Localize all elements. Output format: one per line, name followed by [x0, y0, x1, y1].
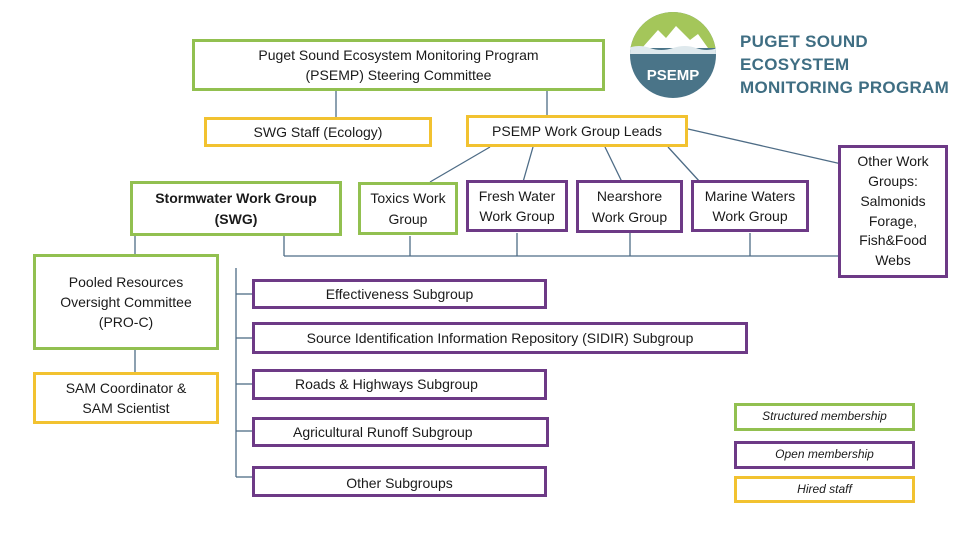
swg-staff-box: SWG Staff (Ecology)	[204, 117, 432, 147]
other-wg-l5: Fish&Food	[859, 232, 927, 249]
nearshore-work-group-box: Nearshore Work Group	[576, 180, 683, 233]
proc-line1: Pooled Resources	[68, 273, 184, 290]
work-group-leads-label: PSEMP Work Group Leads	[492, 122, 662, 139]
roads-label: Roads & Highways Subgroup	[295, 376, 478, 393]
work-group-leads-box: PSEMP Work Group Leads	[466, 115, 688, 147]
proc-line3: (PRO-C)	[98, 314, 154, 331]
other-work-groups-box: Other Work Groups: Salmonids Forage, Fis…	[838, 145, 948, 278]
other-wg-l4: Forage,	[868, 212, 918, 229]
psemp-logo-icon: PSEMP	[630, 12, 716, 98]
legend-structured-box: Structured membership	[734, 403, 915, 431]
freshwater-line1: Fresh Water	[478, 187, 556, 204]
nearshore-line2: Work Group	[591, 208, 668, 225]
swg-staff-label: SWG Staff (Ecology)	[253, 123, 383, 140]
roads-subgroup-box: Roads & Highways Subgroup	[252, 369, 547, 400]
stormwater-line1: Stormwater Work Group	[155, 190, 317, 207]
sam-line1: SAM Coordinator &	[65, 379, 187, 396]
marine-waters-work-group-box: Marine Waters Work Group	[691, 180, 809, 232]
steering-line2: (PSEMP) Steering Committee	[305, 67, 492, 83]
sidir-label: Source Identification Information Reposi…	[306, 329, 694, 346]
toxics-line2: Group	[388, 210, 428, 227]
effectiveness-subgroup-box: Effectiveness Subgroup	[252, 279, 547, 309]
sidir-subgroup-box: Source Identification Information Reposi…	[252, 322, 748, 354]
logo-wordmark: PUGET SOUND ECOSYSTEM MONITORING PROGRAM	[740, 30, 960, 99]
pro-c-box: Pooled Resources Oversight Committee (PR…	[33, 254, 219, 350]
marine-line1: Marine Waters	[704, 187, 796, 204]
legend-open-box: Open membership	[734, 441, 915, 469]
steering-line1: Puget Sound Ecosystem Monitoring Program	[258, 46, 539, 63]
sam-box: SAM Coordinator & SAM Scientist	[33, 372, 219, 424]
agricultural-label: Agricultural Runoff Subgroup	[293, 423, 473, 440]
stormwater-line2: (SWG)	[214, 210, 258, 227]
legend-hired-label: Hired staff	[797, 481, 852, 496]
steering-committee-box: Puget Sound Ecosystem Monitoring Program…	[192, 39, 605, 91]
other-wg-l2: Groups:	[868, 172, 918, 189]
toxics-work-group-box: Toxics Work Group	[358, 182, 458, 235]
marine-line2: Work Group	[712, 208, 788, 224]
nearshore-line1: Nearshore	[596, 188, 663, 205]
fresh-water-work-group-box: Fresh Water Work Group	[466, 180, 568, 232]
freshwater-line2: Work Group	[479, 208, 555, 224]
other-wg-l1: Other Work	[857, 152, 929, 169]
other-wg-l3: Salmonids	[860, 192, 926, 209]
legend-hired-box: Hired staff	[734, 476, 915, 503]
other-subgroups-box: Other Subgroups	[252, 466, 547, 497]
other-wg-l6: Webs	[875, 252, 911, 269]
proc-line2: Oversight Committee	[60, 293, 192, 310]
logo-line2: MONITORING PROGRAM	[740, 78, 950, 97]
other-subgroups-label: Other Subgroups	[346, 475, 453, 491]
legend-open-label: Open membership	[775, 447, 874, 462]
sam-line2: SAM Scientist	[82, 400, 170, 416]
effectiveness-label: Effectiveness Subgroup	[325, 285, 474, 302]
agricultural-subgroup-box: Agricultural Runoff Subgroup	[252, 417, 549, 447]
toxics-line1: Toxics Work	[370, 190, 446, 207]
logo-badge-text: PSEMP	[647, 67, 700, 84]
logo-line1: PUGET SOUND ECOSYSTEM	[740, 32, 868, 74]
stormwater-work-group-box: Stormwater Work Group (SWG)	[130, 181, 342, 236]
legend-structured-label: Structured membership	[762, 409, 887, 424]
